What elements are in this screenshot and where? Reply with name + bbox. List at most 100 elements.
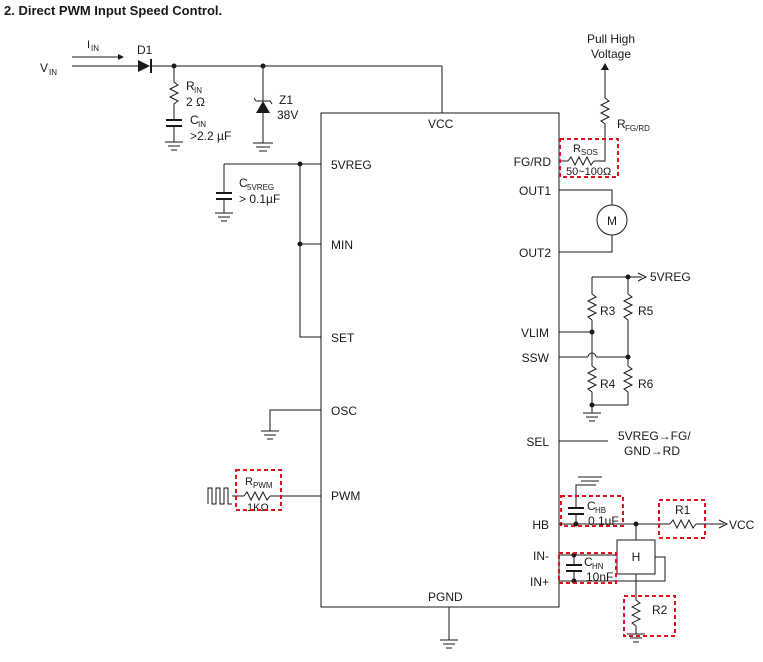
out2-wire: [559, 235, 613, 253]
vcc-out-arrow: [696, 519, 729, 529]
svg-text:R: R: [245, 476, 253, 488]
vin-label: V IN: [40, 61, 57, 77]
junction-vlim: [589, 329, 595, 335]
chb-label: C HB: [587, 499, 606, 515]
resistor-r3: [586, 293, 598, 321]
svg-text:C: C: [190, 113, 199, 127]
ground-c5vreg: [215, 212, 233, 222]
ground-chb: [578, 476, 602, 486]
pin-out1-label: OUT1: [519, 184, 551, 198]
r4-label: R4: [600, 377, 616, 391]
resistor-r1: [669, 518, 697, 530]
out1-wire: [559, 189, 613, 205]
c5vreg-label: C 5VREG: [239, 176, 274, 192]
pin-5vreg-label: 5VREG: [331, 158, 372, 172]
pin-vcc-label: VCC: [428, 117, 454, 131]
pull-high-label-line2: Voltage: [591, 47, 631, 61]
svg-text:PWM: PWM: [253, 481, 273, 490]
pin-pwm-label: PWM: [331, 489, 360, 503]
junction-ssw: [625, 354, 631, 360]
svg-text:HB: HB: [595, 506, 606, 515]
osc-pin-wire: [269, 409, 321, 431]
vcc-out-label: VCC: [729, 518, 755, 532]
rpwm-label: R PWM: [245, 476, 273, 490]
pin-osc-label: OSC: [331, 404, 357, 418]
rsos-highlight: [559, 138, 619, 178]
resistor-r2: [630, 599, 642, 634]
resistor-r4: [586, 365, 598, 393]
pin-hb-label: HB: [532, 518, 549, 532]
svg-text:IN: IN: [198, 120, 206, 129]
d1-label: D1: [137, 43, 153, 57]
ground-cin: [165, 141, 183, 151]
resistor-r5: [622, 293, 634, 321]
pull-high-arrow: [601, 63, 609, 98]
chn-highlight: [558, 552, 617, 584]
svg-text:C: C: [239, 176, 248, 190]
diagram-title: 2. Direct PWM Input Speed Control.: [4, 3, 222, 18]
pwm-signal-icon: [207, 487, 232, 505]
chn-label: C HN: [584, 555, 604, 571]
rin-label: R IN: [186, 79, 202, 95]
pin-ssw-label: SSW: [522, 351, 550, 365]
motor-label: M: [607, 214, 617, 228]
5vreg-out-arrow: [628, 272, 648, 282]
set-pin-wire: [299, 164, 321, 338]
r2-highlight: [623, 595, 676, 637]
svg-text:I: I: [87, 39, 90, 51]
capacitor-cin: [166, 119, 182, 142]
resistor-rpwm: [243, 490, 271, 502]
cin-label: C IN: [190, 113, 206, 129]
c5vreg-value: > 0.1µF: [239, 192, 280, 206]
svg-text:FG/RD: FG/RD: [625, 124, 650, 133]
junction-min: [297, 241, 303, 247]
chn-value: 10nF: [586, 570, 613, 584]
iin-arrow: [72, 54, 124, 60]
pin-set-label: SET: [331, 331, 355, 345]
pin-vlim-label: VLIM: [521, 326, 549, 340]
ssw-wire-crossover: [587, 352, 597, 358]
rpwm-value: 1KΩ: [247, 502, 269, 514]
svg-text:HN: HN: [592, 562, 604, 571]
z1-value: 38V: [277, 108, 298, 122]
ground-divider: [583, 412, 601, 422]
ground-pgnd: [440, 639, 458, 649]
rin-value: 2 Ω: [186, 95, 205, 109]
svg-text:R: R: [186, 79, 195, 93]
pin-pgnd-label: PGND: [428, 590, 463, 604]
r1-highlight: [658, 499, 706, 539]
pin-min-label: MIN: [331, 238, 353, 252]
svg-text:V: V: [40, 61, 48, 75]
svg-text:IN: IN: [49, 68, 57, 77]
iin-label: I IN: [87, 39, 99, 53]
ground-osc: [261, 430, 279, 440]
resistor-rin: [168, 66, 180, 120]
svg-text:R: R: [617, 117, 626, 131]
capacitor-c5vreg: [216, 192, 232, 213]
svg-text:C: C: [584, 555, 593, 569]
ground-r2: [627, 633, 645, 643]
capacitor-chb: [568, 507, 584, 515]
sel-note-line1: 5VREG→FG/: [618, 429, 691, 443]
hall-sensor-label: H: [632, 550, 641, 564]
pin-inm-label: IN-: [533, 549, 549, 563]
zener-z1: [253, 97, 273, 113]
pin-inp-label: IN+: [530, 575, 549, 589]
r6-label: R6: [638, 377, 654, 391]
diode-d1: [138, 59, 152, 73]
inp-pin-wire: [559, 556, 666, 582]
z1-label: Z1: [279, 93, 293, 107]
5vreg-out-label: 5VREG: [650, 270, 691, 284]
pin-out2-label: OUT2: [519, 246, 551, 260]
svg-text:SOS: SOS: [581, 148, 598, 157]
junction-chb: [573, 521, 579, 527]
resistor-rfgrd: [599, 97, 611, 140]
chb-wire-top: [575, 484, 590, 508]
sel-note-line2: GND→RD: [624, 444, 680, 458]
capacitor-chn: [566, 555, 582, 581]
chb-highlight: [560, 495, 624, 527]
rsos-wire: [594, 140, 606, 162]
r3-label: R3: [600, 304, 616, 318]
